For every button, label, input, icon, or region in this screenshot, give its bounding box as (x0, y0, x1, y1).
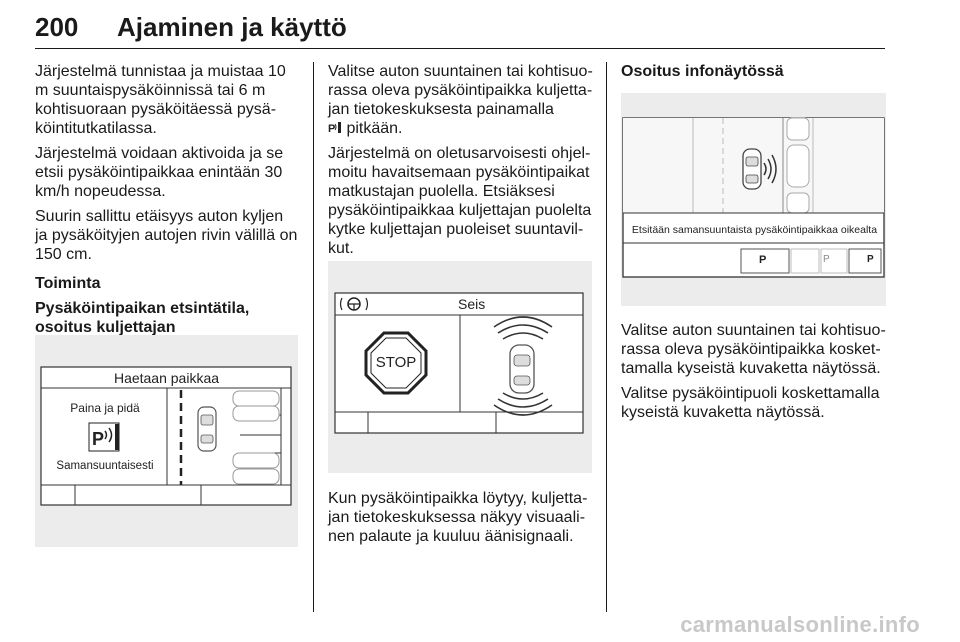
column-divider (313, 62, 314, 612)
steering-wheel-icon (339, 297, 369, 311)
figure-stop: Seis STOP (328, 261, 592, 473)
parked-car-icon (232, 390, 280, 485)
sensor-arcs-icon (763, 154, 777, 184)
watermark: carmanualsonline.info (680, 612, 920, 637)
paragraph: Valitse pysäköintipuoli koskettamalla ky… (621, 385, 880, 421)
column-divider (606, 62, 607, 612)
paragraph: Kun pysäköintipaikka löytyy, kuljetta­ja… (328, 490, 588, 545)
figure-title: Seis (458, 296, 486, 312)
stop-sign-text: STOP (375, 354, 417, 371)
column-middle: Valitse auton suuntainen tai kohtisuo­ra… (328, 62, 594, 264)
mode-text: Samansuuntaisesti (56, 460, 154, 472)
svg-text:P: P (328, 123, 335, 134)
paragraph-text: Valitse auton suuntainen tai kohtisuo­ra… (328, 63, 593, 118)
figure-title: Haetaan paikkaa (113, 370, 220, 386)
sensor-arcs-icon (493, 316, 553, 416)
column-left: Järjestelmä tunnistaa ja muistaa 10 m su… (35, 62, 300, 362)
column-middle-lower: Kun pysäköintipaikka löytyy, kuljetta­ja… (328, 489, 594, 552)
info-display-illustration (622, 117, 885, 278)
paragraph-text: pitkään. (346, 120, 403, 137)
chapter-title: Ajaminen ja käyttö (117, 12, 347, 42)
paragraph: Järjestelmä tunnistaa ja muistaa 10 m su… (35, 63, 286, 137)
svg-text:P: P (92, 429, 104, 449)
parked-car-icon (786, 117, 810, 214)
paragraph: Järjestelmä on oletusarvoisesti ohjel­mo… (328, 145, 592, 257)
parking-assist-button-icon: P (88, 422, 120, 452)
stop-sign-icon (364, 331, 428, 395)
section-heading: Toiminta (35, 275, 101, 292)
paragraph: Järjestelmä voidaan aktivoida ja se etsi… (35, 145, 284, 200)
section-heading: Osoitus infonäytössä (621, 63, 784, 80)
page-number: 200 (35, 12, 79, 42)
left-side-icon[interactable]: P (823, 254, 830, 265)
column-right: Osoitus infonäytössä (621, 62, 887, 87)
own-car-icon (197, 406, 217, 452)
figure-info-display: Etsitään samansuuntaista pysäköintipaikk… (621, 93, 886, 306)
paragraph: Valitse auton suuntainen tai kohtisuo­ra… (621, 322, 886, 377)
right-side-icon[interactable]: P (867, 254, 874, 265)
own-car-icon (509, 344, 535, 394)
paragraph: Suurin sallittu etäisyys auton kyljen ja… (35, 208, 298, 263)
figure-search-mode: P Haetaan paikkaa Paina ja pidä Samansuu… (35, 335, 298, 547)
instruction-text: Paina ja pidä (70, 401, 140, 415)
parallel-parking-icon[interactable]: P (759, 254, 767, 266)
parking-mode-buttons (740, 248, 882, 274)
stop-display-illustration (334, 292, 584, 434)
own-car-icon (742, 148, 762, 190)
dic-display-illustration: P (40, 366, 292, 506)
paragraph: Valitse auton suuntainen tai kohtisuo­ra… (328, 62, 594, 138)
column-right-lower: Valitse auton suuntainen tai kohtisuo­ra… (621, 321, 887, 428)
parking-assist-button-icon: P (328, 122, 341, 135)
page-header: 200 Ajaminen ja käyttö (35, 8, 885, 49)
display-caption: Etsitään samansuuntaista pysäköintipaikk… (631, 224, 878, 236)
